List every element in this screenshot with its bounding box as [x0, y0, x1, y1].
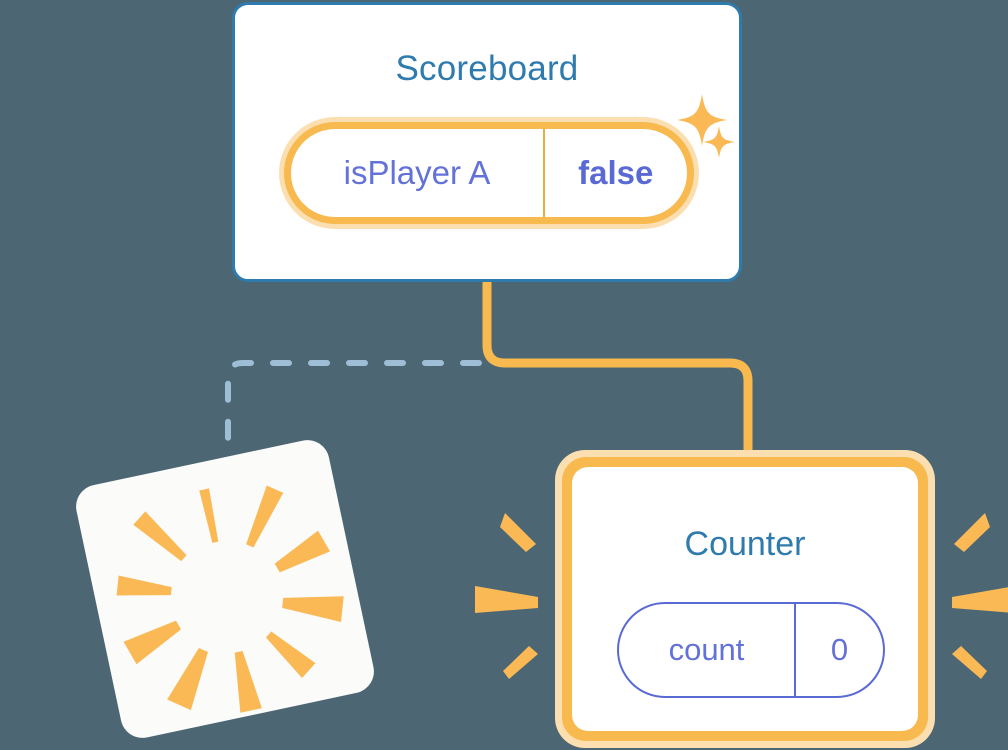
burst-ray — [199, 488, 219, 543]
burst-ray — [954, 513, 990, 552]
counter-pill-divider — [794, 604, 796, 696]
burst-ray — [116, 575, 172, 596]
counter-highlight-ring: Counter count 0 — [562, 457, 928, 741]
burst-ray — [282, 596, 344, 623]
counter-state-value: 0 — [830, 632, 849, 667]
scoreboard-title: Scoreboard — [395, 49, 579, 88]
burst-ray — [123, 620, 182, 665]
scoreboard-state-pill[interactable]: isPlayer A false — [279, 117, 699, 229]
burst-ray — [234, 650, 262, 713]
burst-ray — [952, 646, 987, 679]
counter-state-pill[interactable]: count 0 — [617, 602, 885, 698]
scoreboard-pill-highlight-ring: isPlayer A false — [284, 122, 694, 224]
counter-card[interactable]: Counter count 0 — [555, 450, 935, 748]
scoreboard-card[interactable]: Scoreboard isPlayer A false — [232, 2, 742, 282]
burst-ray — [503, 646, 538, 679]
counter-title: Counter — [684, 525, 806, 563]
burst-ray — [265, 631, 316, 679]
sparkle-large-icon — [677, 94, 727, 146]
scoreboard-state-value: false — [578, 154, 654, 191]
burst-ray — [500, 513, 536, 552]
scoreboard-state-key: isPlayer A — [343, 154, 491, 191]
burst-ray — [952, 587, 1008, 613]
scoreboard-to-blank-card-connector — [225, 360, 482, 488]
sparkle-small-icon — [703, 126, 735, 158]
burst-ray — [167, 647, 208, 711]
burst-ray — [475, 586, 538, 613]
burst-ray — [133, 511, 187, 562]
scoreboard-pill-divider — [543, 129, 545, 217]
scoreboard-pill-body: isPlayer A false — [291, 129, 687, 217]
burst-ray — [274, 530, 330, 573]
counter-card-body: Counter count 0 — [572, 467, 918, 731]
burst-ray — [246, 485, 284, 548]
counter-state-key: count — [668, 632, 745, 667]
scoreboard-to-counter-connector — [482, 282, 753, 460]
